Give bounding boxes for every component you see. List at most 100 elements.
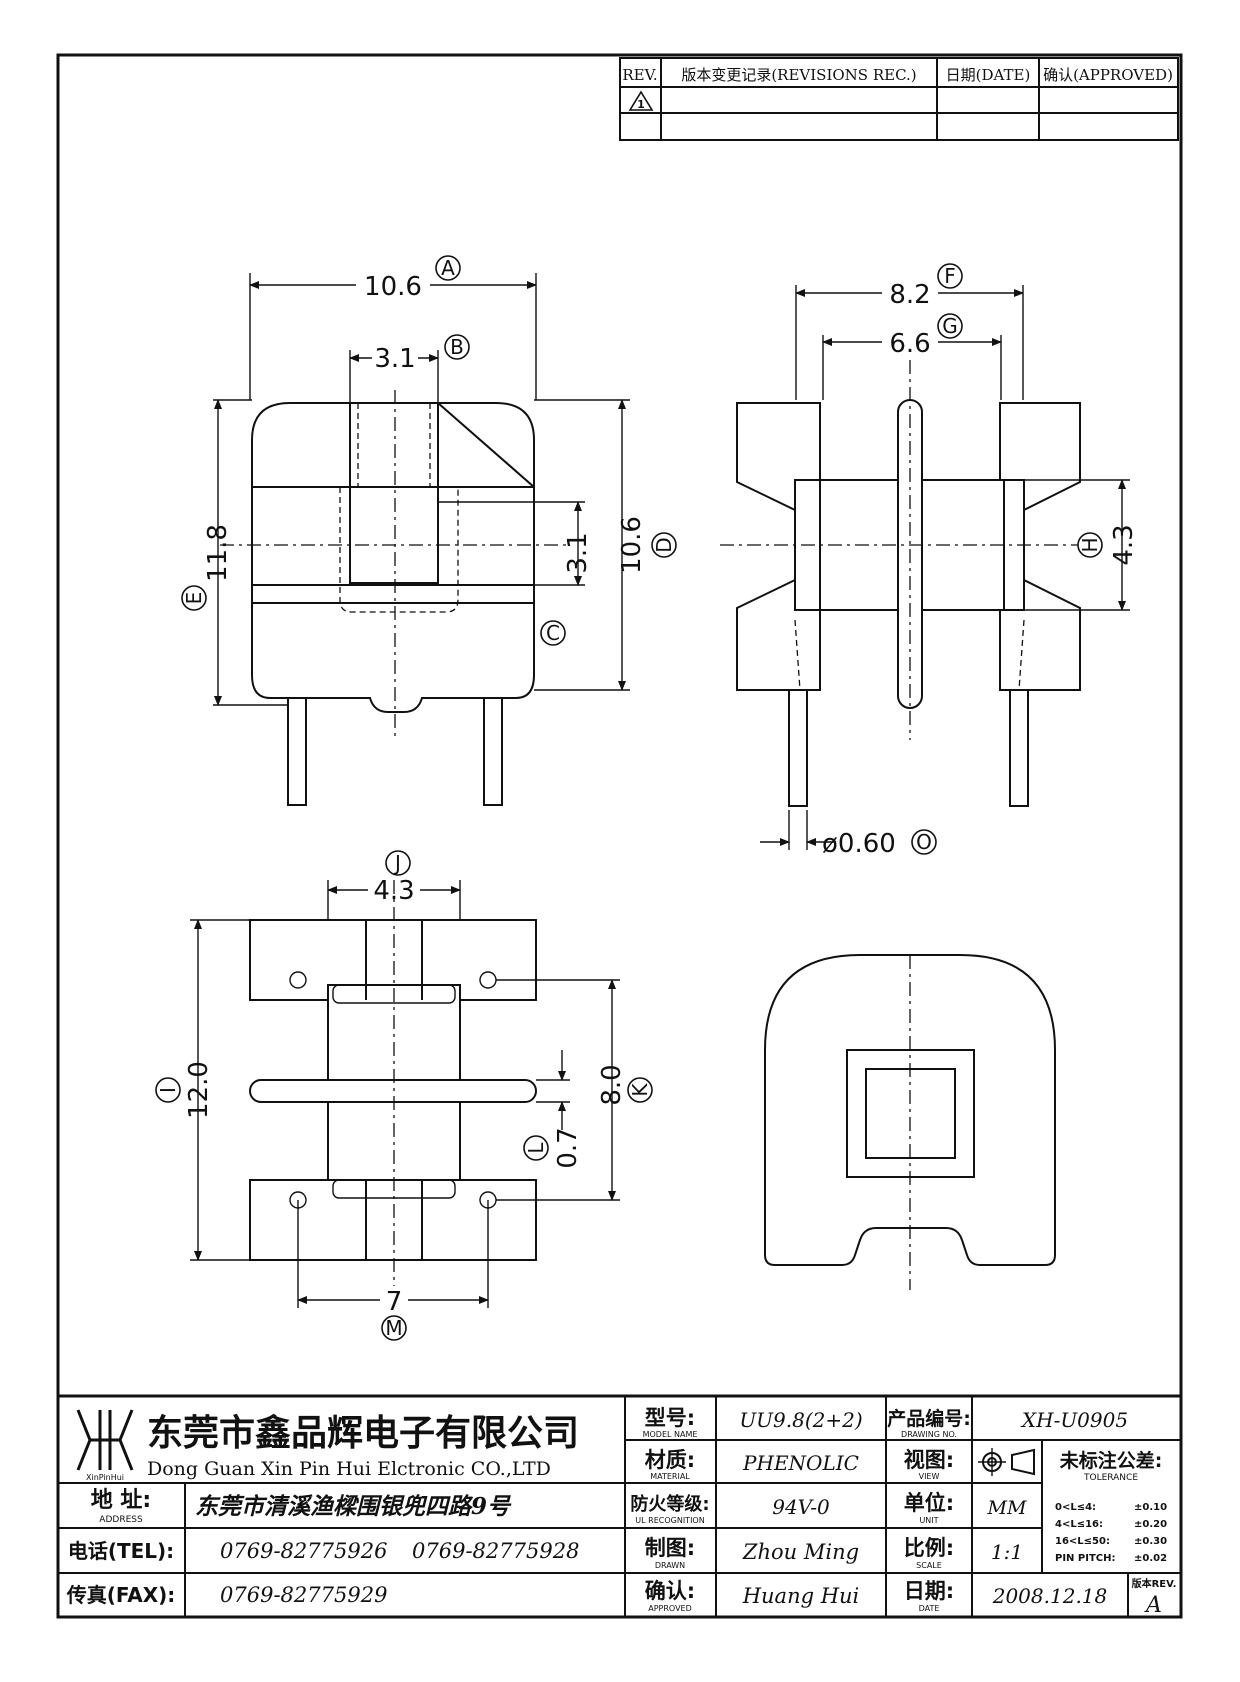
label-i-bubble <box>155 1077 181 1103</box>
tel-value-2: 0769-82775928 <box>412 1539 579 1563</box>
model-label: 型号: <box>645 1406 695 1430</box>
drawn-label-en: DRAWN <box>655 1561 685 1570</box>
front-upper-right-cap <box>435 402 535 490</box>
tolerance-label-en: TOLERANCE <box>1083 1473 1138 1483</box>
front-pin-right <box>483 697 503 806</box>
drawing-no-label: 产品编号: <box>887 1407 971 1430</box>
model-label-en: MODEL NAME <box>643 1430 698 1439</box>
label-j: J <box>393 851 401 875</box>
address-label: 地 址: <box>91 1488 151 1513</box>
company-logo: XinPinHui <box>76 1409 134 1482</box>
label-h: H <box>1078 537 1102 552</box>
date-label-en: DATE <box>919 1604 940 1613</box>
view-label-en: VIEW <box>919 1472 940 1481</box>
dim-c-value: 3.1 <box>563 532 593 573</box>
label-d-bubble <box>651 532 677 558</box>
front-center-block <box>349 402 439 584</box>
unit-label: 单位: <box>904 1491 954 1515</box>
company-name-en: Dong Guan Xin Pin Hui Elctronic CO.,LTD <box>147 1458 551 1480</box>
rev-date-header: 日期(DATE) <box>946 66 1031 84</box>
fax-label: 传真(FAX): <box>66 1583 176 1607</box>
date-label: 日期: <box>904 1579 954 1603</box>
label-h-bubble <box>1077 532 1103 558</box>
revision-table: REV. 版本变更记录(REVISIONS REC.) 日期(DATE) 确认(… <box>619 57 1179 141</box>
dim-m-value: 7 <box>386 1287 403 1317</box>
dim-d-value: 10.6 <box>617 516 647 574</box>
approved-label-en: APPROVED <box>648 1604 692 1613</box>
approved-label: 确认: <box>645 1579 695 1603</box>
dim-g-value: 6.6 <box>889 329 930 359</box>
material-value: PHENOLIC <box>742 1451 859 1475</box>
fax-value: 0769-82775929 <box>220 1583 387 1607</box>
projection-symbol-icon <box>978 1448 1035 1476</box>
label-k: K <box>628 1083 652 1097</box>
label-m: M <box>385 1316 402 1340</box>
ul-value: 94V-0 <box>772 1495 830 1519</box>
view-label: 视图: <box>904 1448 954 1472</box>
model-value: UU9.8(2+2) <box>739 1408 862 1432</box>
dim-e-value: 11.8 <box>203 524 233 582</box>
label-pin: O <box>916 830 932 854</box>
front-upper-left-cap <box>251 402 351 488</box>
label-f: F <box>944 264 956 288</box>
front-base <box>251 602 535 713</box>
tolerance-value-4: ±0.02 <box>1134 1553 1167 1564</box>
side-right-flange <box>999 402 1081 691</box>
date-value: 2008.12.18 <box>992 1584 1108 1608</box>
side-left-flange <box>736 402 821 691</box>
dim-l-value: 0.7 <box>553 1127 583 1168</box>
title-block: XinPinHui 东莞市鑫品辉电子有限公司 Dong Guan Xin Pin… <box>56 1394 1183 1619</box>
bottom-view: 4.3 J 12.0 I 8.0 K <box>155 850 653 1341</box>
label-l-bubble <box>523 1135 549 1161</box>
side-pin-left <box>788 689 808 807</box>
label-e: E <box>182 592 206 605</box>
tolerance-label: 未标注公差: <box>1059 1449 1163 1472</box>
address-value: 东莞市清溪渔樑围银兜四路9号 <box>195 1493 512 1520</box>
unit-label-en: UNIT <box>919 1516 938 1525</box>
dim-b-value: 3.1 <box>374 344 415 374</box>
label-g-bubble <box>937 313 963 339</box>
front-pin-left <box>287 697 307 806</box>
scale-value: 1:1 <box>991 1540 1023 1564</box>
ul-label-en: UL RECOGNITION <box>635 1516 704 1525</box>
dim-k-value: 8.0 <box>597 1064 627 1105</box>
label-d: D <box>652 537 676 552</box>
label-b-bubble <box>444 334 470 360</box>
scale-label-en: SCALE <box>916 1561 942 1570</box>
logo-text: XinPinHui <box>86 1473 124 1482</box>
rev-value: A <box>1144 1593 1162 1618</box>
drawing-no-label-en: DRAWING NO. <box>901 1430 957 1439</box>
rev-number: 1 <box>637 98 645 111</box>
material-label-en: MATERIAL <box>650 1472 690 1481</box>
label-c-bubble <box>540 620 566 646</box>
drawn-label: 制图: <box>645 1536 695 1560</box>
tolerance-value-1: ±0.10 <box>1134 1502 1167 1513</box>
label-pin-bubble <box>911 829 937 855</box>
tel-label: 电话(TEL): <box>68 1539 174 1563</box>
dim-a-value: 10.6 <box>364 272 422 302</box>
company-name-cn: 东莞市鑫品辉电子有限公司 <box>147 1413 579 1454</box>
ul-label: 防火等级: <box>630 1493 709 1515</box>
side-pin-right <box>1009 689 1029 807</box>
front-view: 10.6 A 3.1 B 11.8 E <box>181 255 677 806</box>
label-m-bubble <box>381 1315 407 1341</box>
drawing-no-value: XH-U0905 <box>1020 1408 1128 1432</box>
rev-approved-header: 确认(APPROVED) <box>1043 66 1173 84</box>
drawn-value: Zhou Ming <box>742 1540 859 1564</box>
drawing-border <box>56 53 1183 1619</box>
rev-label: 版本REV. <box>1132 1577 1177 1590</box>
dim-f-value: 8.2 <box>889 280 930 310</box>
label-l: L <box>524 1142 548 1154</box>
front-flange <box>251 584 535 604</box>
dim-pin-value: ø0.60 <box>822 829 896 859</box>
approved-value: Huang Hui <box>742 1584 860 1608</box>
label-f-bubble <box>937 263 963 289</box>
label-a: A <box>441 256 455 280</box>
material-label: 材质: <box>645 1448 695 1472</box>
tolerance-range-1: 0<L≤4: <box>1055 1502 1096 1513</box>
side-view: 8.2 F 6.6 G 4.3 H ø0.60 O <box>720 263 1139 859</box>
tolerance-value-2: ±0.20 <box>1134 1519 1167 1530</box>
tolerance-range-3: 16<L≤50: <box>1055 1536 1110 1547</box>
address-label-en: ADDRESS <box>99 1515 143 1525</box>
